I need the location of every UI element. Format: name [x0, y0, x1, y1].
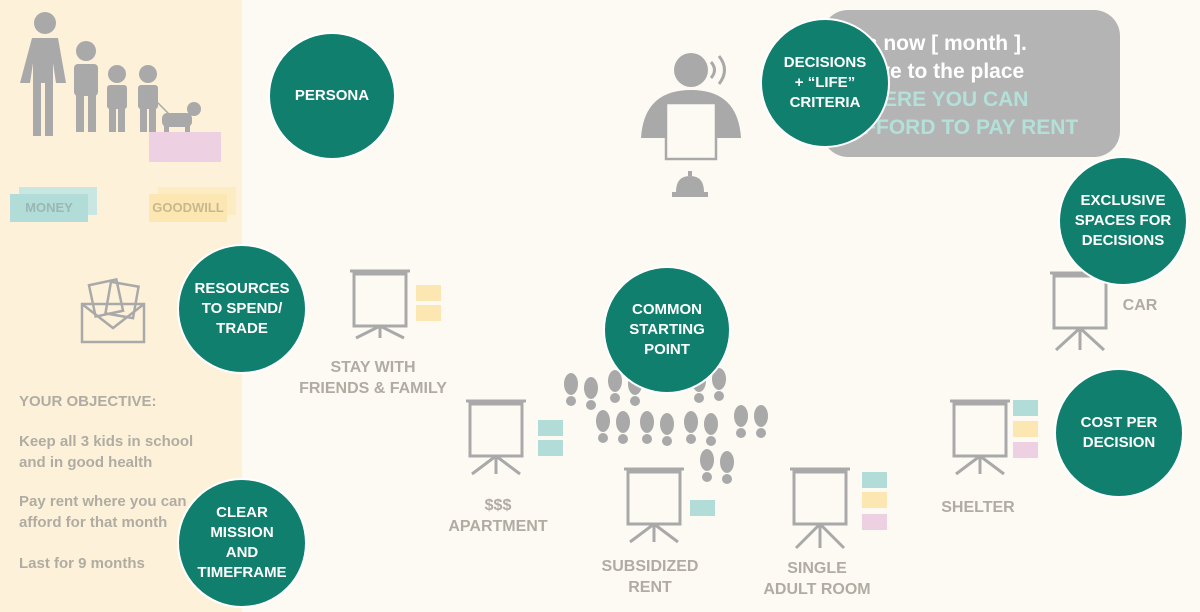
callout-persona: PERSONA: [268, 32, 396, 160]
pink-note: [1013, 442, 1038, 458]
objective-item: Last for 9 months: [19, 555, 145, 572]
easel-icon: [950, 399, 1010, 476]
station-label: SINGLE ADULT ROOM: [763, 560, 871, 598]
station-label: STAY WITH FRIENDS & FAMILY: [299, 359, 447, 397]
callout-resources: RESOURCES TO SPEND/ TRADE: [177, 244, 307, 374]
easel-icon: [1050, 271, 1110, 352]
teal-note: [538, 420, 563, 436]
yellow-note: [862, 492, 887, 508]
objective-title: YOUR OBJECTIVE:: [19, 393, 157, 410]
objective-item: Keep all 3 kids in school and in good he…: [19, 433, 194, 471]
callout-exclusive-spaces: EXCLUSIVE SPACES FOR DECISIONS: [1058, 156, 1188, 286]
callout-decisions: DECISIONS + “LIFE” CRITERIA: [760, 18, 890, 148]
easel-icon: [350, 269, 410, 340]
speech-line: Move to the place: [848, 60, 1025, 83]
speech-line: AFFORD TO PAY RENT: [848, 116, 1079, 139]
easel-icon: [624, 467, 684, 544]
station-label: CAR: [1122, 297, 1158, 314]
money-card: MONEY: [10, 194, 88, 222]
callout-common-start: COMMON STARTING POINT: [603, 266, 731, 394]
station-label: SHELTER: [941, 499, 1015, 516]
teal-note: [538, 440, 563, 456]
callout-mission: CLEAR MISSION AND TIMEFRAME: [177, 478, 307, 608]
station-label: SUBSIDIZED RENT: [601, 558, 699, 596]
teal-note: [690, 500, 715, 516]
objective-item: Pay rent where you can afford for that m…: [19, 493, 187, 531]
easel-icon: [790, 467, 850, 550]
envelope-money-icon: [80, 278, 146, 344]
pink-card: [149, 132, 221, 162]
callout-cost: COST PER DECISION: [1054, 368, 1184, 498]
family-icon: [20, 12, 158, 136]
yellow-note: [1013, 421, 1038, 437]
teal-note: [1013, 400, 1038, 416]
station-label: $$$ APARTMENT: [448, 497, 548, 535]
bell-icon: [672, 171, 708, 197]
presenter-icon: [641, 53, 741, 161]
teal-note: [862, 472, 887, 488]
goodwill-card: GOODWILL: [149, 194, 227, 222]
easel-icon: [466, 399, 526, 476]
speech-line: WHERE YOU CAN: [848, 88, 1029, 111]
speech-line: It's now [ month ].: [848, 32, 1027, 55]
pink-note: [862, 514, 887, 530]
yellow-note: [416, 285, 441, 301]
yellow-note: [416, 305, 441, 321]
